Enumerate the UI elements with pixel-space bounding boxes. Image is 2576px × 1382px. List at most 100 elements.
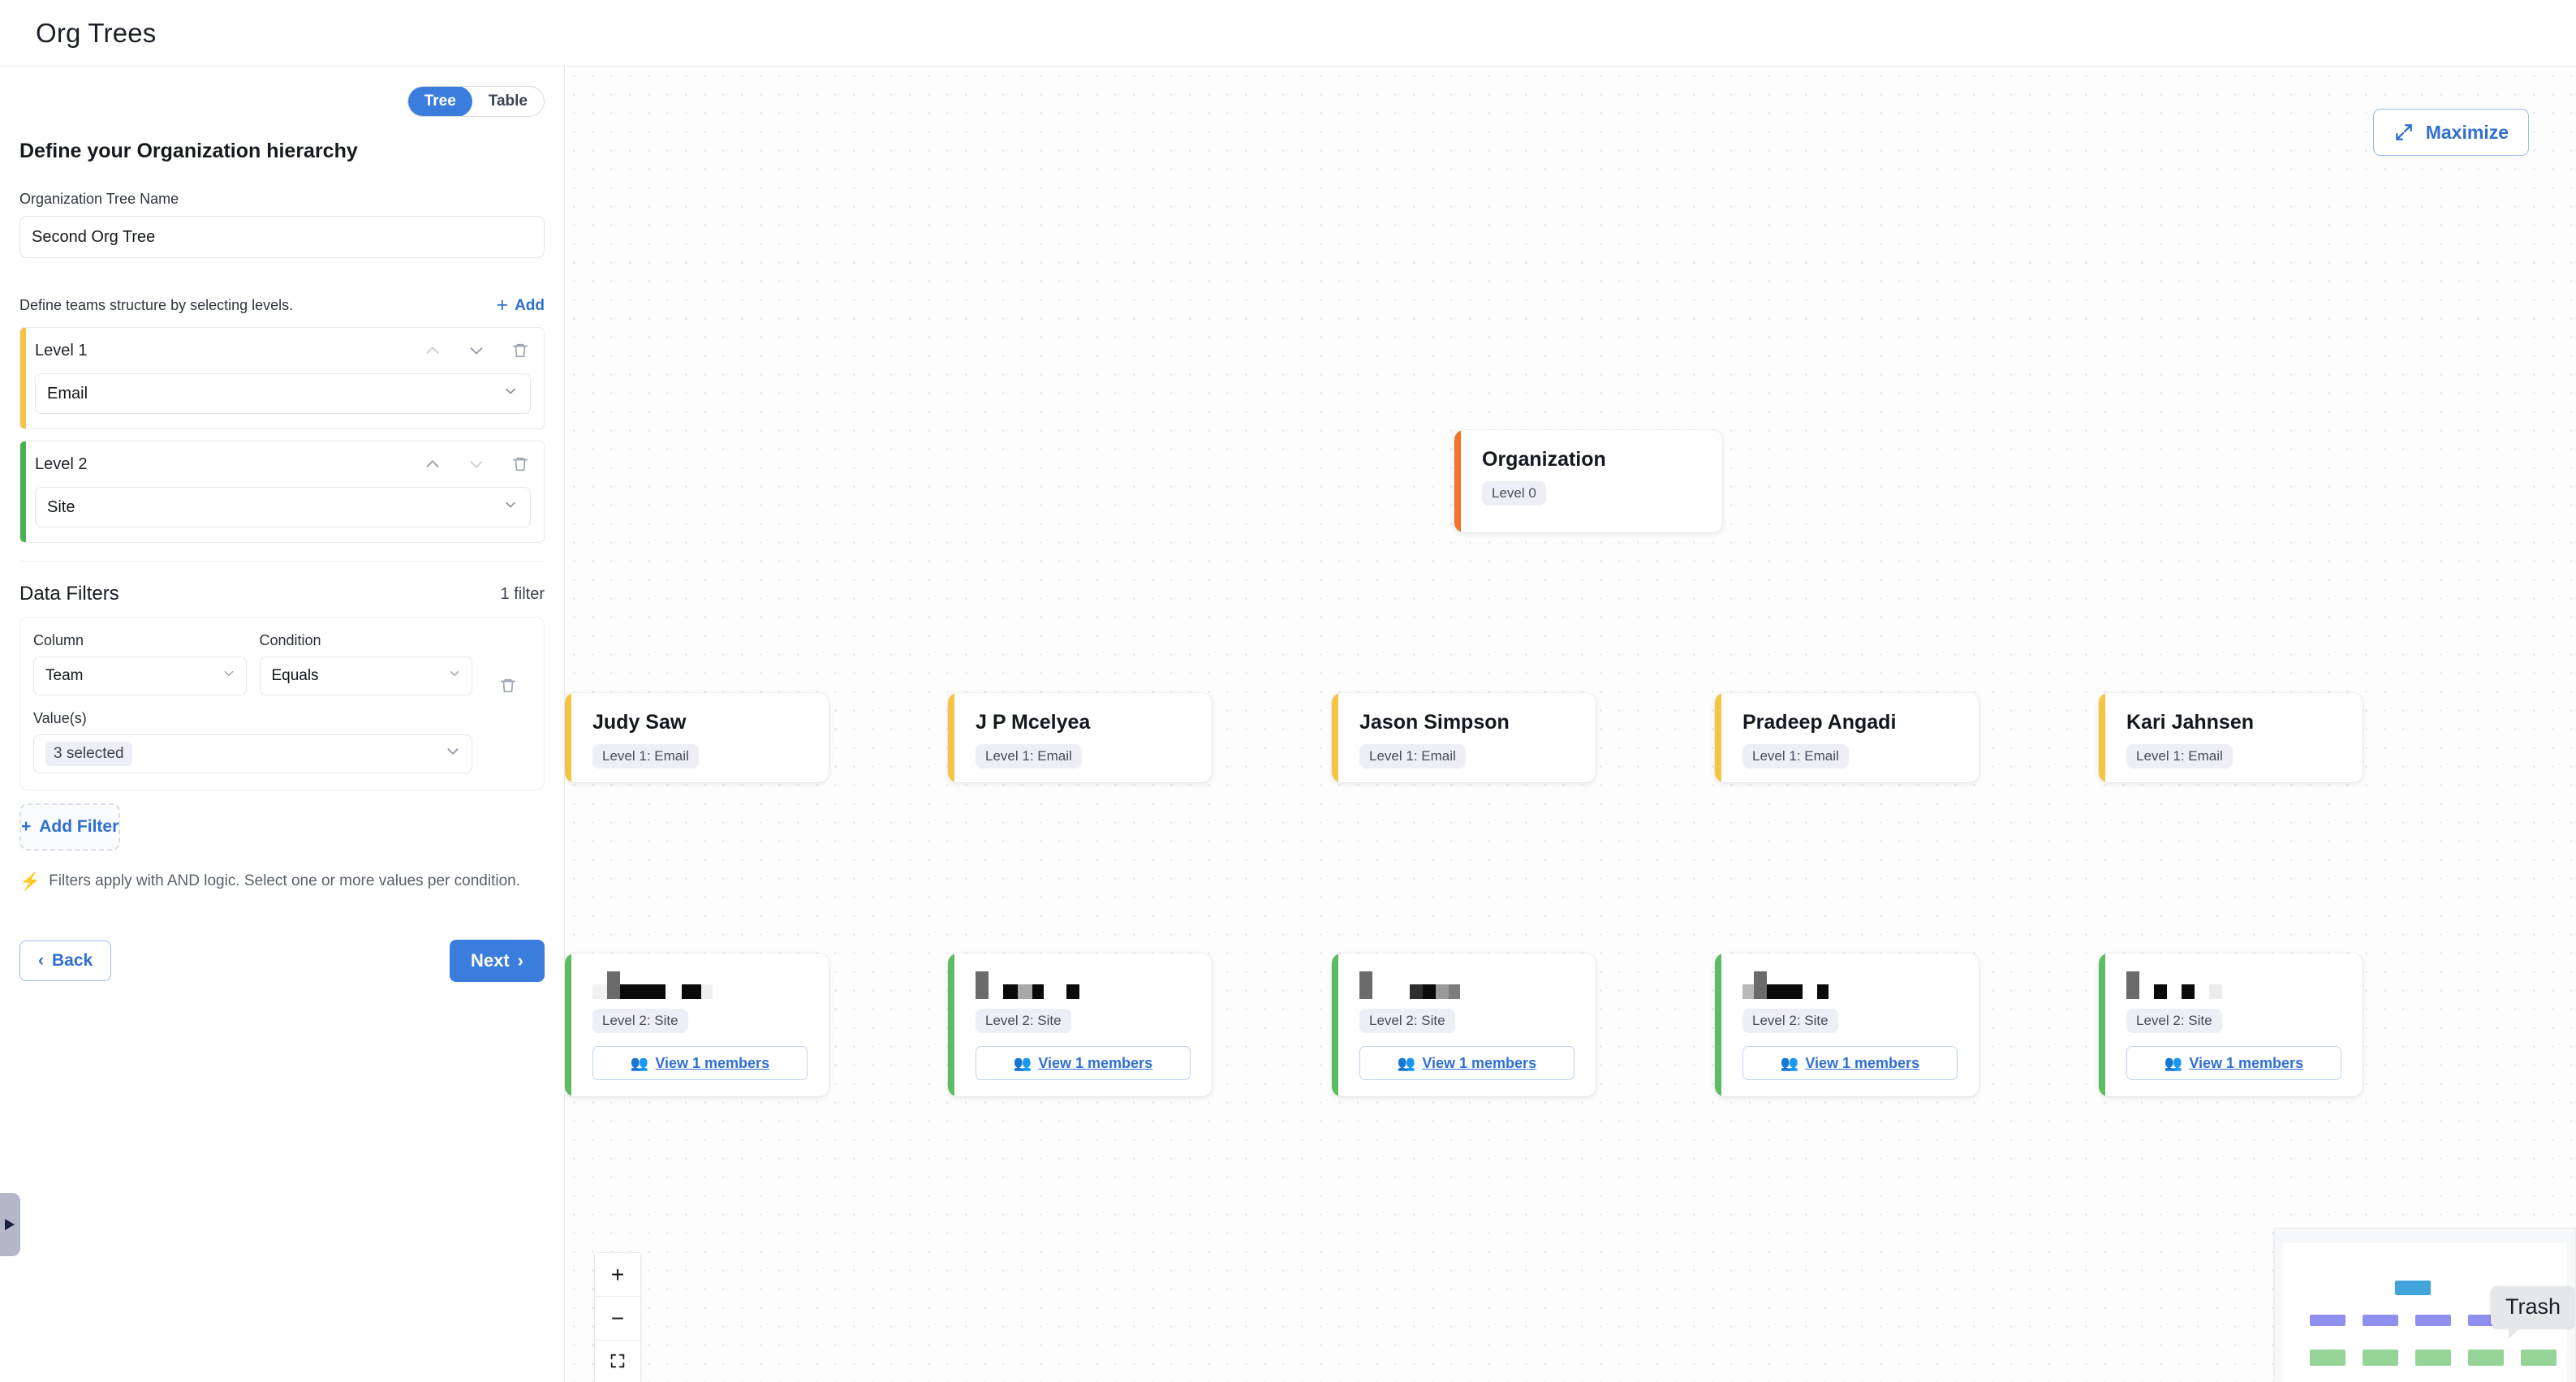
delete-filter-cell — [485, 632, 531, 697]
org-node-level1[interactable]: Kari Jahnsen Level 1: Email — [2099, 693, 2363, 782]
zoom-out-button[interactable]: − — [595, 1297, 640, 1341]
chevron-up-icon — [426, 460, 439, 467]
view-members-button[interactable]: 👥View 1 members — [976, 1046, 1191, 1080]
org-node-level1[interactable]: Jason Simpson Level 1: Email — [1332, 693, 1596, 782]
move-level-up-button[interactable] — [422, 340, 443, 361]
move-level-down-button[interactable] — [466, 454, 487, 475]
view-members-button[interactable]: 👥View 1 members — [1359, 1046, 1574, 1080]
minimap-node-root — [2395, 1281, 2431, 1295]
level-field-select[interactable]: Site — [35, 487, 531, 527]
tab-tree[interactable]: Tree — [407, 87, 472, 116]
org-node-level2[interactable]: Level 2: Site 👥View 1 members — [2099, 954, 2363, 1096]
next-label: Next — [470, 950, 510, 971]
tree-name-label: Organization Tree Name — [19, 191, 179, 207]
node-title-redacted — [1359, 971, 1574, 999]
filter-values-select[interactable]: 3 selected — [33, 734, 472, 773]
minimap-node-level2 — [2363, 1350, 2398, 1366]
add-level-button[interactable]: + Add — [496, 295, 545, 316]
minimap-node-level2 — [2468, 1350, 2504, 1366]
minimap-node-level1 — [2363, 1315, 2398, 1326]
people-icon: 👥 — [2164, 1054, 2183, 1071]
filter-condition-label: Condition — [259, 632, 321, 648]
filter-row: Column Team Condition Equals — [19, 617, 545, 790]
zoom-in-button[interactable]: + — [595, 1253, 640, 1297]
view-mode-toggle[interactable]: Tree Table — [407, 86, 545, 117]
add-filter-button[interactable]: + Add Filter — [19, 803, 121, 850]
back-button[interactable]: ‹ Back — [19, 941, 112, 982]
tab-table[interactable]: Table — [472, 87, 544, 116]
org-node-level1[interactable]: Pradeep Angadi Level 1: Email — [1715, 693, 1979, 782]
node-accent-bar — [1715, 954, 1721, 1096]
org-node-level2[interactable]: Level 2: Site 👥View 1 members — [565, 954, 829, 1096]
level-field-value: Email — [47, 384, 88, 403]
panel-collapse-handle[interactable] — [0, 1193, 20, 1256]
org-node-level1[interactable]: Judy Saw Level 1: Email — [565, 693, 829, 782]
node-title: Organization — [1482, 448, 1606, 471]
minimap-node-level1 — [2310, 1315, 2346, 1326]
node-level-badge: Level 2: Site — [1742, 1009, 1838, 1033]
canvas-minimap[interactable]: Trash — [2274, 1228, 2576, 1382]
move-level-up-button[interactable] — [422, 454, 443, 475]
filter-condition-value: Equals — [271, 667, 319, 684]
org-node-level2[interactable]: Level 2: Site 👥View 1 members — [1332, 954, 1596, 1096]
node-title-redacted — [592, 971, 808, 999]
delete-level-button[interactable] — [510, 339, 531, 362]
configuration-side-panel: Tree Table Define your Organization hier… — [0, 67, 565, 1382]
delete-filter-button[interactable] — [498, 674, 519, 697]
node-level-badge: Level 2: Site — [1359, 1009, 1455, 1033]
node-level-badge: Level 0 — [1482, 481, 1546, 506]
chevron-down-icon — [502, 383, 519, 404]
move-level-down-button[interactable] — [466, 340, 487, 361]
filter-column-select[interactable]: Team — [33, 657, 247, 695]
selected-count-chip: 3 selected — [45, 742, 132, 766]
levels-hint: Define teams structure by selecting leve… — [19, 297, 294, 313]
node-accent-bar — [565, 693, 571, 782]
level-card: Level 2 Site — [19, 441, 545, 543]
node-title: Pradeep Angadi — [1742, 711, 1897, 734]
org-node-level2[interactable]: Level 2: Site 👥View 1 members — [1715, 954, 1979, 1096]
chevron-down-icon — [222, 666, 236, 686]
view-members-label: View 1 members — [1805, 1054, 1920, 1071]
people-icon: 👥 — [630, 1054, 649, 1071]
org-tree-canvas[interactable]: Maximize — [565, 67, 2576, 1382]
tree-edges — [565, 67, 808, 188]
org-node-level1[interactable]: J P Mcelyea Level 1: Email — [948, 693, 1212, 782]
fit-view-button[interactable] — [595, 1341, 640, 1382]
org-node-root[interactable]: Organization Level 0 — [1454, 430, 1722, 532]
minimap-node-level2 — [2521, 1350, 2557, 1366]
zoom-controls[interactable]: + − — [594, 1252, 641, 1382]
org-node-level2[interactable]: Level 2: Site 👥View 1 members — [948, 954, 1212, 1096]
node-accent-bar — [1454, 430, 1461, 532]
node-accent-bar — [1715, 693, 1721, 782]
maximize-button[interactable]: Maximize — [2372, 109, 2529, 156]
level-field-select[interactable]: Email — [35, 373, 531, 414]
trash-icon — [500, 678, 516, 693]
view-members-button[interactable]: 👥View 1 members — [1742, 1046, 1958, 1080]
delete-level-button[interactable] — [510, 453, 531, 476]
view-members-button[interactable]: 👥View 1 members — [592, 1046, 808, 1080]
filter-condition-select[interactable]: Equals — [259, 657, 472, 695]
filter-column-label: Column — [33, 632, 84, 648]
data-filters-title: Data Filters — [19, 583, 119, 605]
chevron-down-icon — [444, 743, 462, 765]
node-level-badge: Level 1: Email — [2126, 744, 2233, 768]
fit-view-icon — [610, 1354, 625, 1367]
view-members-button[interactable]: 👥View 1 members — [2126, 1046, 2341, 1080]
node-level-badge: Level 2: Site — [976, 1009, 1071, 1033]
plus-icon: + — [496, 294, 509, 316]
plus-icon: + — [21, 817, 32, 836]
app-header: Org Trees — [0, 0, 2576, 67]
tree-name-input[interactable] — [19, 216, 545, 258]
chevron-right-icon: › — [517, 950, 523, 971]
minimap-node-level1 — [2415, 1315, 2451, 1326]
level-field-value: Site — [47, 497, 75, 516]
node-level-badge: Level 1: Email — [976, 744, 1082, 768]
level-name: Level 2 — [35, 454, 88, 473]
node-title: Kari Jahnsen — [2126, 711, 2255, 734]
filters-note: ⚡ Filters apply with AND logic. Select o… — [19, 870, 523, 894]
next-button[interactable]: Next › — [449, 940, 545, 983]
filter-count-label: 1 filter — [500, 584, 545, 603]
filter-column-value: Team — [45, 667, 84, 684]
chevron-down-icon — [470, 347, 483, 355]
people-icon: 👥 — [1397, 1054, 1416, 1071]
